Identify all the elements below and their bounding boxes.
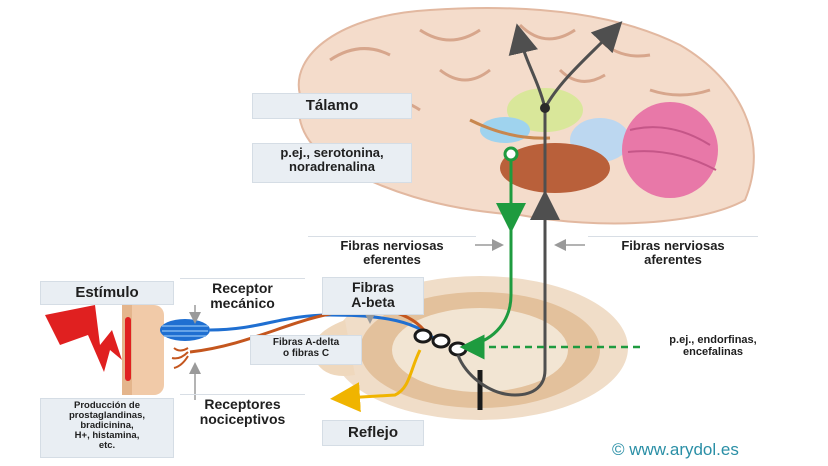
label-aferentes: Fibras nerviosas aferentes — [588, 236, 758, 266]
label-receptor-mecanico: Receptor mecánico — [180, 278, 305, 310]
afferent-branch-left — [508, 23, 547, 109]
label-receptores-nociceptivos: Receptores nociceptivos — [180, 394, 305, 426]
label-eferentes: Fibras nerviosas eferentes — [308, 236, 476, 266]
mechanoreceptor-icon — [160, 319, 210, 341]
watermark: © www.arydol.es — [612, 440, 739, 459]
label-estimulo: Estímulo — [40, 281, 174, 305]
cerebellum-shape — [622, 102, 718, 198]
afferent-pathway-line — [456, 108, 547, 397]
afferent-branch-right — [543, 21, 623, 109]
thalamus-relay-dot — [540, 103, 550, 113]
label-fibras-adelta: Fibras A-delta o fibras C — [250, 335, 362, 365]
label-talamo: Tálamo — [252, 93, 412, 119]
hypothalamus-shape — [480, 117, 530, 143]
label-fibras-abeta: Fibras A-beta — [322, 277, 424, 315]
reflex-arrow — [330, 349, 422, 413]
brain-illustration — [297, 6, 755, 225]
stimulus-lightning-icon — [45, 305, 122, 372]
label-serotonina: p.ej., serotonina, noradrenalina — [252, 143, 412, 183]
brainstem-shape — [500, 143, 610, 193]
label-reflejo: Reflejo — [322, 420, 424, 446]
label-endorfinas: p.ej., endorfinas, encefalinas — [669, 334, 757, 358]
nociceptor-endings-icon — [171, 347, 189, 369]
synapse-markers — [413, 328, 468, 357]
label-produccion: Producción de prostaglandinas, bradicini… — [40, 398, 174, 458]
efferent-origin-node — [503, 146, 519, 162]
